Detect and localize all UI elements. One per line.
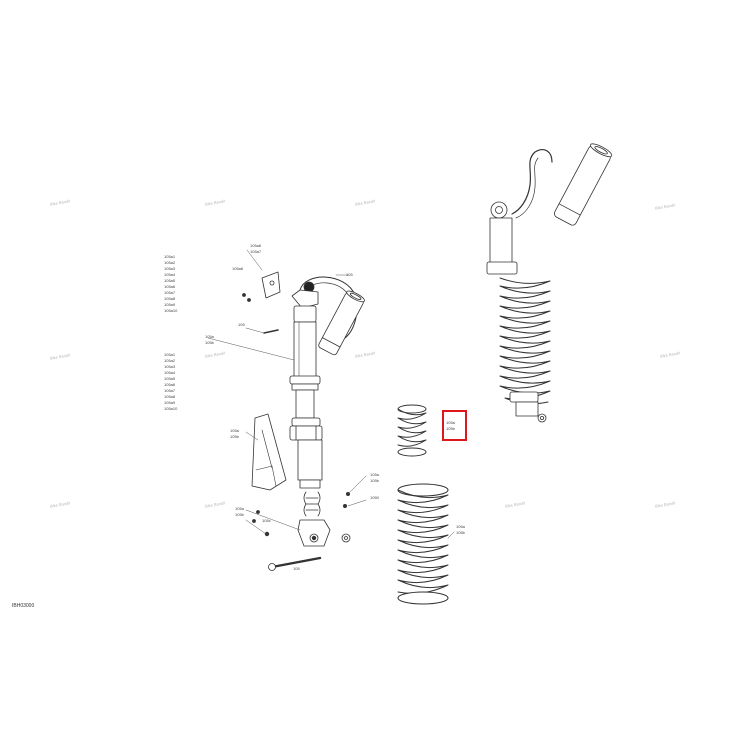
callout-bolt: 105 bbox=[293, 566, 300, 571]
callout-body-a: 105a bbox=[205, 334, 214, 339]
callout-column-upper: 105a1 105a2 105a3 105a4 105a5 105a6 105a… bbox=[164, 254, 178, 313]
callout-washer-a: 105a bbox=[370, 472, 379, 477]
callout-big-spring-b: 105b bbox=[456, 530, 465, 535]
callout-washer-b: 105b bbox=[370, 478, 379, 483]
callout-clevis-c: 105c bbox=[262, 518, 271, 523]
small-spring bbox=[397, 404, 427, 457]
callout-guard-b: 105b bbox=[230, 434, 239, 439]
assembled-shock bbox=[486, 143, 613, 423]
callout-column-lower: 105a1 105a2 105a3 105a4 105a5 105a6 105a… bbox=[164, 352, 178, 411]
figure-code: IBH03000 bbox=[12, 603, 35, 609]
callout-mount-bolt: 105 bbox=[238, 322, 245, 327]
callout-body-b: 105b bbox=[205, 340, 214, 345]
callout-clevis-b: 105b bbox=[235, 512, 244, 517]
callout-guard-a: 105a bbox=[230, 428, 239, 433]
large-spring bbox=[397, 483, 449, 605]
callout-top-bracket-2: 105a7 bbox=[250, 249, 262, 254]
exploded-shock bbox=[242, 271, 365, 571]
callout-clevis-a: 105a bbox=[235, 506, 244, 511]
callout-hose: 105 bbox=[346, 272, 353, 277]
highlight-box[interactable] bbox=[442, 410, 467, 441]
callout-big-spring-a: 105a bbox=[456, 524, 465, 529]
callout-clip: 1050 bbox=[370, 495, 379, 500]
callout-bracket-bolt: 105a6 bbox=[232, 266, 244, 271]
callout-small-spring-a: 105a bbox=[446, 420, 455, 425]
callout-small-spring-b: 105b bbox=[446, 426, 455, 431]
leader-lines bbox=[207, 249, 455, 539]
callout-top-bracket: 105a6 bbox=[250, 243, 262, 248]
